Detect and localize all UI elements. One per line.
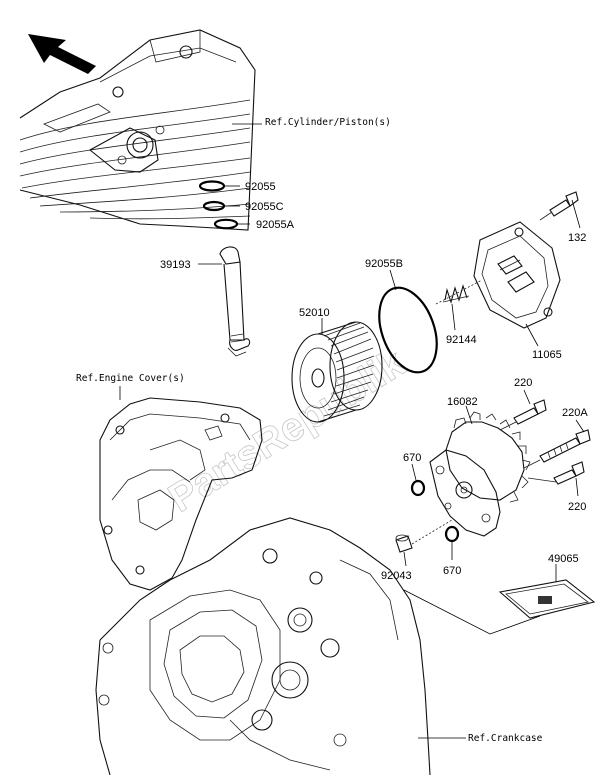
o-ring-92055 [198, 180, 226, 192]
label-92144: 92144 [446, 334, 477, 346]
label-92055a: 92055A [256, 219, 295, 231]
oil-pipe-39193 [219, 246, 251, 357]
label-92055b: 92055B [365, 258, 403, 270]
engine-cover-drawing [99, 397, 263, 591]
label-49065: 49065 [548, 553, 579, 565]
ref-cylinder-label: Ref.Cylinder/Piston(s) [265, 117, 391, 128]
watermark: PartsRepublik [161, 341, 413, 521]
cylinder-drawing [19, 29, 256, 231]
oil-screen-49065 [498, 579, 596, 619]
bolt-220-top [499, 399, 547, 431]
ref-crankcase-label: Ref.Crankcase [468, 733, 543, 744]
o-ring-92055a [213, 218, 239, 230]
label-132: 132 [568, 232, 586, 244]
bolt-220-bottom [527, 461, 585, 485]
label-670-left: 670 [403, 452, 421, 464]
oil-filter-52010 [291, 321, 383, 423]
crankcase-drawing [95, 517, 431, 775]
oil-pump-16082 [429, 411, 531, 537]
label-39193: 39193 [160, 259, 191, 271]
spring-92144 [442, 284, 470, 304]
o-ring-92055c [202, 200, 226, 212]
label-52010: 52010 [299, 307, 330, 319]
o-ring-92055b [378, 286, 438, 374]
front-direction-arrow-icon [28, 34, 96, 74]
label-220-top: 220 [514, 377, 532, 389]
label-220-bottom: 220 [568, 501, 586, 513]
label-16082: 16082 [447, 396, 478, 408]
label-92055: 92055 [245, 181, 276, 193]
o-ring-670-right [444, 525, 460, 543]
label-11065: 11065 [532, 349, 562, 361]
label-92055c: 92055C [245, 201, 284, 213]
label-92043: 92043 [381, 570, 412, 582]
dowel-pin-92043 [395, 534, 413, 553]
ref-engine-cover-label: Ref.Engine Cover(s) [76, 373, 185, 384]
label-220a: 220A [562, 407, 588, 419]
bolt-132 [539, 191, 579, 221]
filter-cover-11065 [473, 221, 561, 329]
label-670-right: 670 [443, 565, 461, 577]
o-ring-670-left [410, 479, 426, 497]
